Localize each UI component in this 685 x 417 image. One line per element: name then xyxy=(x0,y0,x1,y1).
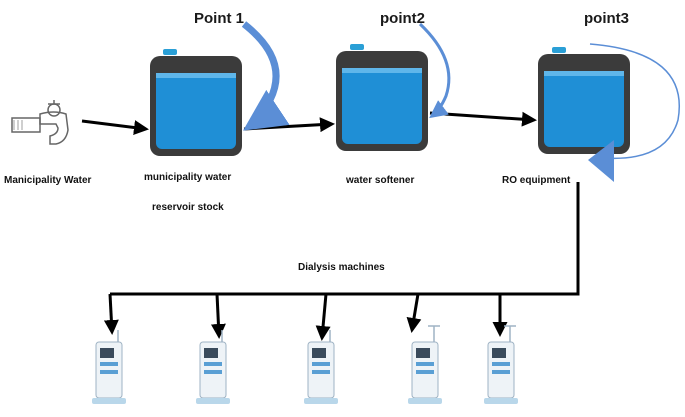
tank-icon xyxy=(150,49,242,156)
flow-arrow xyxy=(81,119,149,135)
tank-icon xyxy=(336,44,428,151)
dialysis-machine-icon xyxy=(484,325,518,404)
dialysis-machine-icon xyxy=(196,330,230,404)
sampling-point-arrow xyxy=(241,21,290,131)
drop-arrow xyxy=(210,293,226,339)
tank-icon xyxy=(538,47,630,154)
point-3-label: point3 xyxy=(584,10,629,27)
drop-arrow xyxy=(103,293,119,335)
dialysis-machine-icon xyxy=(304,330,338,404)
dialysis-machine-icon xyxy=(92,330,126,404)
faucet-icon xyxy=(11,100,69,145)
softener-label: water softener xyxy=(346,175,415,186)
distribution-pipe xyxy=(110,182,580,296)
sampling-point-arrow xyxy=(418,22,451,119)
flow-arrow xyxy=(429,111,537,127)
source-label: Manicipality Water xyxy=(4,175,92,186)
dialysis-machine-icon xyxy=(408,325,442,404)
sampling-point-arrowhead xyxy=(588,140,614,182)
ro-label: RO equipment xyxy=(502,175,571,186)
dialysis-label: Dialysis machines xyxy=(298,262,385,273)
drop-arrow xyxy=(315,293,331,341)
point-1-label: Point 1 xyxy=(194,10,245,27)
reservoir-label-line2: reservoir stock xyxy=(152,202,224,213)
reservoir-label-line1: municipality water xyxy=(144,172,232,183)
point-2-label: point2 xyxy=(380,10,425,27)
sampling-point-arrow xyxy=(589,43,680,160)
drop-arrow xyxy=(406,293,422,333)
